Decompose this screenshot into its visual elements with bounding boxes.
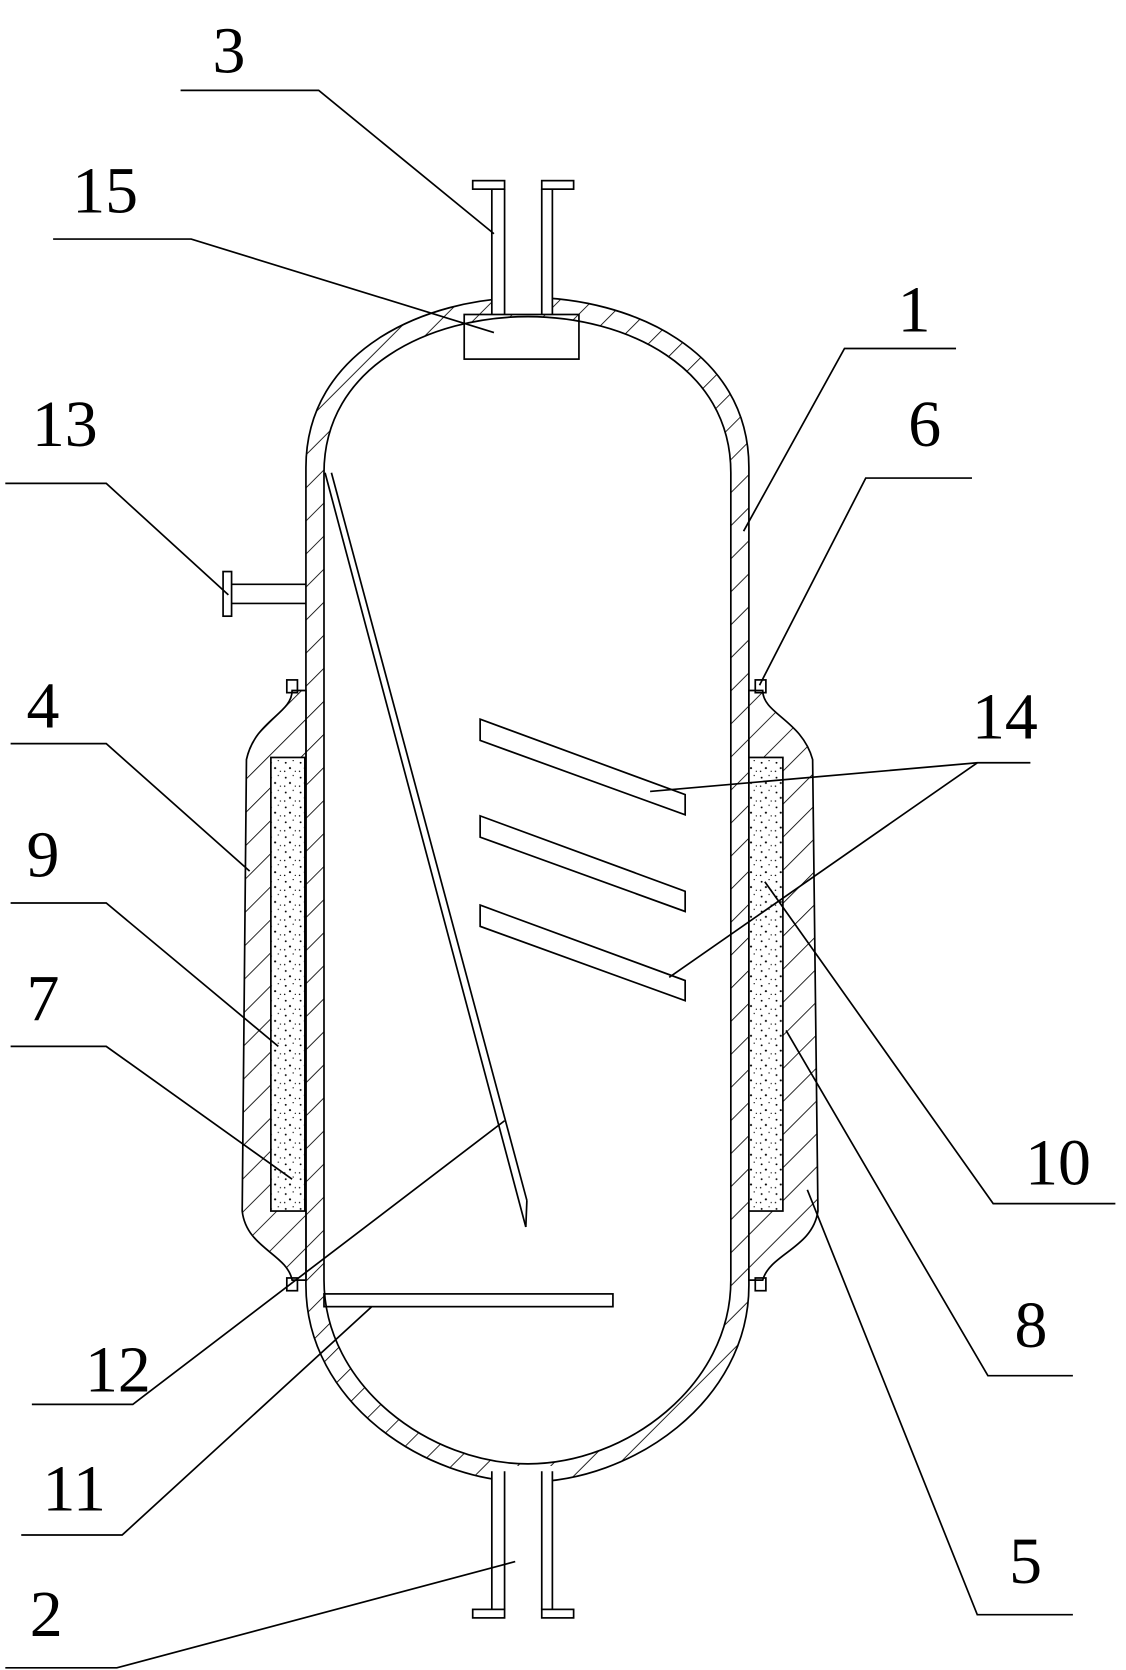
diagonal-baffle bbox=[324, 472, 528, 1228]
horizontal-plate bbox=[323, 1293, 614, 1308]
label-15: 15 bbox=[72, 155, 138, 228]
label-9: 9 bbox=[27, 818, 60, 891]
label-11: 11 bbox=[42, 1453, 105, 1526]
label-10: 10 bbox=[1025, 1126, 1091, 1199]
distributor bbox=[463, 313, 580, 360]
vessel-shell bbox=[305, 296, 750, 1483]
label-13: 13 bbox=[32, 388, 98, 461]
left-insulation bbox=[270, 756, 306, 1212]
label-14: 14 bbox=[972, 680, 1038, 753]
label-5: 5 bbox=[1009, 1525, 1042, 1598]
label-1: 1 bbox=[898, 273, 931, 346]
inclined-plates bbox=[479, 717, 687, 1002]
right-insulation bbox=[748, 756, 784, 1212]
label-12: 12 bbox=[85, 1334, 151, 1407]
side-pipe bbox=[222, 570, 306, 618]
label-8: 8 bbox=[1014, 1289, 1047, 1362]
label-3: 3 bbox=[212, 14, 245, 87]
bottom-pipe bbox=[471, 1465, 575, 1619]
label-7: 7 bbox=[27, 962, 60, 1035]
bolts bbox=[285, 679, 767, 1292]
top-pipe bbox=[471, 179, 575, 315]
leader-lines bbox=[5, 89, 1116, 1669]
label-6: 6 bbox=[908, 388, 941, 461]
label-2: 2 bbox=[30, 1578, 63, 1651]
label-4: 4 bbox=[27, 670, 60, 743]
